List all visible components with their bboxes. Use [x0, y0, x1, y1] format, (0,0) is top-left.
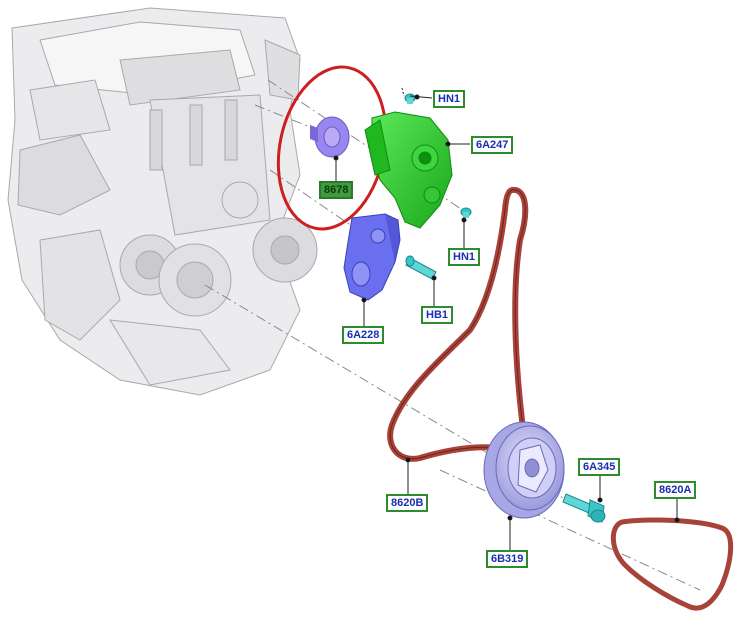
callout-8620a: 8620A [654, 481, 697, 499]
bolt-hb1 [405, 255, 437, 280]
callout-hn1-top: HN1 [433, 90, 466, 108]
callout-6b319: 6B319 [486, 550, 529, 568]
engine-block [7, 7, 318, 396]
idler-pulley [310, 116, 350, 158]
callout-8678: 8678 [319, 181, 354, 199]
bolt-hn1-bottom [460, 207, 472, 218]
callout-6a247: 6A247 [471, 136, 514, 154]
leader-lines [333, 87, 680, 550]
belt-8620b [387, 187, 529, 462]
mounting-bracket [343, 213, 401, 301]
belt-8620a [610, 517, 734, 611]
callout-hn1-bottom: HN1 [448, 248, 481, 266]
crank-bolt [562, 493, 606, 523]
crankshaft-pulley [483, 421, 565, 519]
callout-8620b: 8620B [386, 494, 429, 512]
callout-6a345: 6A345 [578, 458, 621, 476]
callout-6a228: 6A228 [342, 326, 385, 344]
belt-tensioner [364, 111, 453, 229]
bolt-hn1-top [404, 93, 416, 104]
callout-hb1: HB1 [421, 306, 454, 324]
